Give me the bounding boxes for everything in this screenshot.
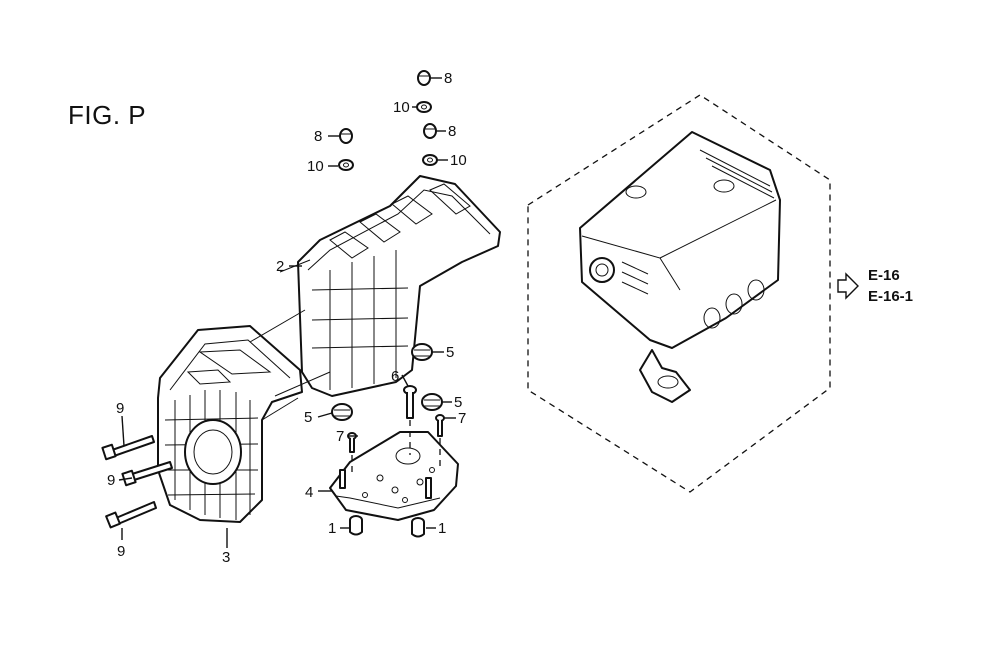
nut-8-top [417,70,431,86]
callout-8-right: 8 [448,123,456,140]
bolt-9-upper [101,435,155,461]
callout-1-left: 1 [328,520,336,537]
callout-3: 3 [222,549,230,566]
collar-1-right [411,517,425,538]
washer-10-right [422,154,438,166]
part-3-case [157,325,303,523]
washer-10-top [416,101,432,113]
figure-title: FIG. P [68,100,147,130]
bolt-9-middle [121,461,173,487]
callout-10-top: 10 [393,99,410,116]
screw-7-right [435,414,445,437]
grommet-5-a [411,343,433,361]
bolt-9-lower [105,501,157,529]
callout-5-c: 5 [454,394,462,411]
callout-10-right: 10 [450,152,467,169]
callout-2: 2 [276,258,284,275]
callout-8-left: 8 [314,128,322,145]
part-2-guide-plate [297,175,501,397]
nut-8-right [423,123,437,139]
callout-5-a: 5 [446,344,454,361]
hollow-right-arrow-icon [837,272,859,300]
leader-lines [118,77,456,548]
collar-1-left [349,515,363,536]
reference-e-16[interactable]: E-16 [868,267,900,284]
callout-7-left: 7 [336,428,344,445]
callout-4: 4 [305,484,313,501]
grommet-5-b [331,403,353,421]
callout-7-right: 7 [458,410,466,427]
callout-9-middle: 9 [107,472,115,489]
washer-10-left [338,159,354,171]
callout-10-left: 10 [307,158,324,175]
grommet-5-c [421,393,443,411]
callout-5-b: 5 [304,409,312,426]
callout-9-upper: 9 [116,400,124,417]
callout-1-right: 1 [438,520,446,537]
callout-6: 6 [391,368,399,385]
nut-8-left [339,128,353,144]
reference-e-16-1[interactable]: E-16-1 [868,288,914,305]
screw-6 [403,385,417,455]
callout-9-lower: 9 [117,543,125,560]
muffler-assembly-inset [527,94,831,493]
callout-8-top: 8 [444,70,452,87]
